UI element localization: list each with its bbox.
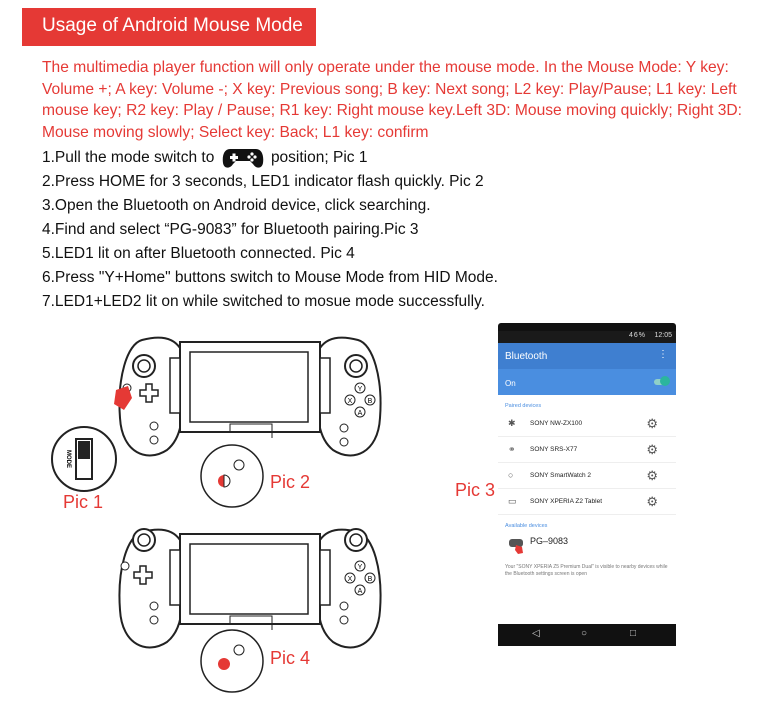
app-bar: Bluetooth ⋮ [498, 343, 676, 369]
paired-device-row[interactable]: ⚭ SONY SRS-X77 ⚙ [498, 437, 676, 463]
device-name: SONY SmartWatch 2 [530, 472, 592, 479]
bluetooth-screen: 46% 12:05 Bluetooth ⋮ On Paired devices … [498, 331, 676, 624]
led-pic4 [200, 629, 264, 693]
bluetooth-toggle-row[interactable]: On [498, 369, 676, 395]
pic-1-label: Pic 1 [63, 492, 104, 512]
pic-4-label: Pic 4 [270, 648, 311, 668]
title-banner: Usage of Android Mouse Mode [22, 8, 316, 46]
status-time: 12:05 [654, 332, 672, 339]
paired-device-row[interactable]: ○ SONY SmartWatch 2 ⚙ [498, 463, 676, 489]
back-icon[interactable]: ◁ [532, 628, 540, 639]
step-2: 2.Press HOME for 3 seconds, LED1 indicat… [42, 173, 484, 190]
step-3: 3.Open the Bluetooth on Android device, … [42, 197, 431, 214]
device-name: SONY SRS-X77 [530, 446, 578, 453]
led-pic2 [200, 444, 264, 508]
watch-icon: ○ [508, 470, 514, 480]
device-name: SONY NW-ZX100 [530, 420, 583, 427]
device-name: SONY XPERIA Z2 Tablet [530, 498, 603, 505]
status-bar: 46% 12:05 [498, 331, 676, 343]
led1-flashing [218, 475, 224, 487]
button-a-label-2: A [358, 588, 363, 595]
available-devices-header: Available devices [505, 523, 548, 529]
button-x-label-2: X [348, 576, 353, 583]
led1-lit [218, 658, 230, 670]
gamepad-icon [222, 149, 263, 168]
gear-icon[interactable]: ⚙ [646, 416, 658, 431]
step-7: 7.LED1+LED2 lit on while switched to mos… [42, 293, 485, 310]
gear-icon[interactable]: ⚙ [646, 494, 658, 509]
step-1-text: 1.Pull the mode switch to [42, 149, 215, 167]
available-device-row[interactable]: PG–9083 [498, 531, 676, 561]
bluetooth-icon: ✱ [508, 418, 516, 428]
button-x-label: X [348, 398, 353, 405]
button-b-label: B [368, 398, 373, 405]
intro-text: The multimedia player function will only… [42, 59, 742, 141]
pic-3-label: Pic 3 [455, 480, 496, 500]
step-1-text-end: position; Pic 1 [270, 149, 368, 167]
switch-label: MODE [65, 450, 71, 468]
step-4: 4.Find and select “PG-9083” for Bluetoot… [42, 221, 419, 238]
android-nav-bar: ◁ ○ □ [498, 624, 676, 646]
button-y-label-2: Y [358, 564, 363, 571]
overflow-menu-icon[interactable]: ⋮ [658, 349, 668, 360]
battery-level: 46% [628, 332, 646, 339]
paired-device-row[interactable]: ✱ SONY NW-ZX100 ⚙ [498, 411, 676, 437]
android-phone: 46% 12:05 Bluetooth ⋮ On Paired devices … [498, 323, 676, 646]
paired-device-row[interactable]: ▭ SONY XPERIA Z2 Tablet ⚙ [498, 489, 676, 515]
pointing-hand-icon [114, 386, 132, 410]
controller-pic1: Y X B A [114, 336, 382, 457]
visibility-note: Your "SONY XPERIA Z5 Premium Dual" is vi… [505, 564, 668, 577]
paired-devices-header: Paired devices [505, 403, 542, 409]
pic-2-label: Pic 2 [270, 472, 311, 492]
toggle-switch[interactable] [660, 376, 670, 386]
home-icon[interactable]: ○ [581, 628, 588, 639]
toggle-label: On [505, 379, 516, 388]
gamepad-icon [509, 539, 523, 554]
button-b-label-2: B [368, 576, 373, 583]
step-6: 6.Press "Y+Home" buttons switch to Mouse… [42, 269, 498, 286]
step-1: 1.Pull the mode switch to position; Pic … [42, 146, 642, 170]
button-y-label: Y [358, 386, 363, 393]
pointing-hand-icon [515, 545, 523, 554]
device-name: PG–9083 [530, 536, 569, 546]
mode-switch-pic1: MODE [51, 426, 117, 492]
steps-list: 1.Pull the mode switch to position; Pic … [42, 146, 642, 314]
step-5: 5.LED1 lit on after Bluetooth connected.… [42, 245, 355, 262]
controller-pic4: Y X B A [118, 528, 382, 649]
app-title: Bluetooth [505, 351, 548, 362]
gear-icon[interactable]: ⚙ [646, 442, 658, 457]
gear-icon[interactable]: ⚙ [646, 468, 658, 483]
recents-icon[interactable]: □ [630, 628, 637, 639]
headphones-icon: ⚭ [508, 444, 516, 454]
page-title: Usage of Android Mouse Mode [42, 15, 303, 36]
button-a-label: A [358, 410, 363, 417]
laptop-icon: ▭ [508, 496, 517, 506]
